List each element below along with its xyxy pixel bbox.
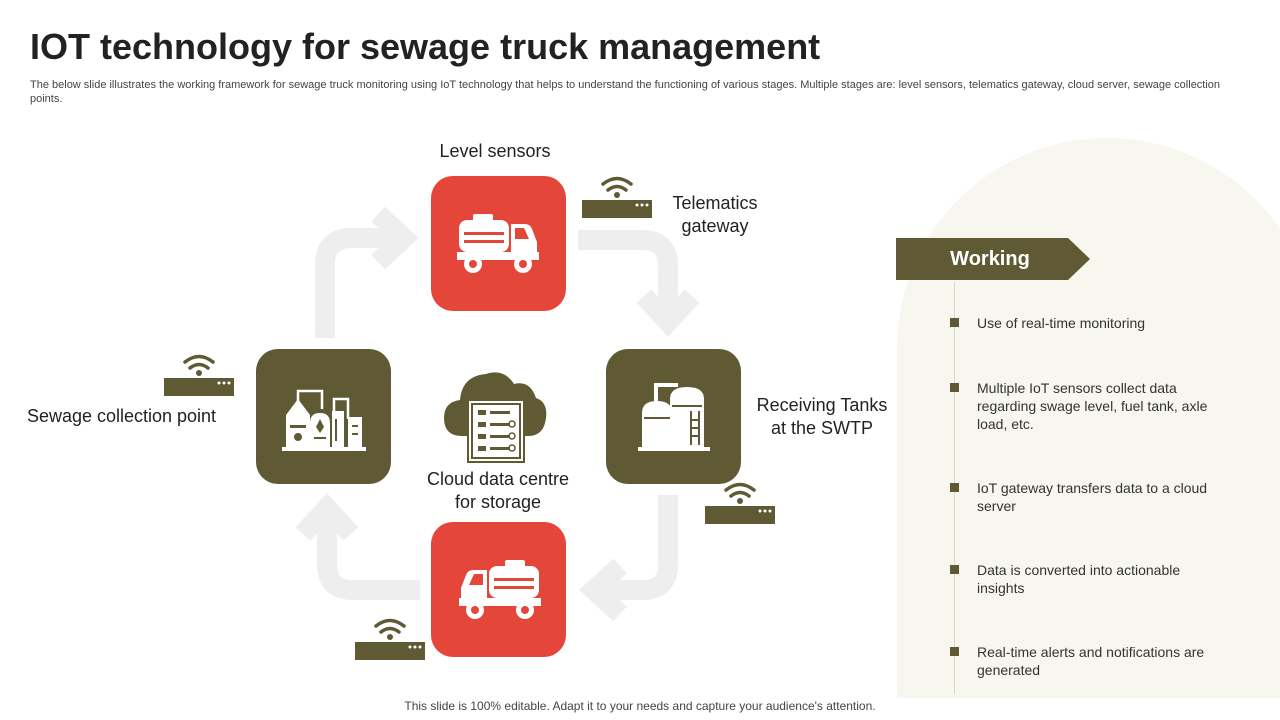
working-panel xyxy=(897,138,1280,698)
arrow-to-receiving-tanks xyxy=(578,230,678,318)
cloud-data-centre xyxy=(440,362,550,471)
receiving-tanks-tile xyxy=(606,349,741,484)
working-item: IoT gateway transfers data to a cloud se… xyxy=(977,480,1208,514)
cloud-label-line1: Cloud data centre xyxy=(426,469,570,489)
bullet-marker xyxy=(950,647,959,656)
arrow-head-sewage-collection xyxy=(295,493,359,541)
bullet-marker xyxy=(950,565,959,574)
working-item: Data is converted into actionable insigh… xyxy=(977,562,1181,596)
telematics-router-icon xyxy=(580,172,654,220)
page-subtitle: The below slide illustrates the working … xyxy=(30,79,1221,105)
bullet-marker xyxy=(950,383,959,392)
cloud-label-line2: for storage xyxy=(454,492,542,512)
bullet-marker xyxy=(950,318,959,327)
flow-arrows xyxy=(295,206,700,622)
arrow-to-bottom-truck xyxy=(598,495,678,600)
collection-truck-tile xyxy=(431,522,566,657)
telematics-gateway-label-line1: Telematics xyxy=(672,193,758,213)
bullet-marker xyxy=(950,483,959,492)
receiving-tanks-label-line2: at the SWTP xyxy=(770,418,874,438)
collection-router-icon xyxy=(353,614,427,662)
tanker-truck-icon xyxy=(459,560,541,619)
working-item: Use of real-time monitoring xyxy=(977,315,1146,331)
working-item: Real-time alerts and notifications are g… xyxy=(977,644,1205,678)
arrow-to-sewage-collection xyxy=(317,512,420,600)
sewage-collection-tile xyxy=(256,349,391,484)
sewage-collection-label: Sewage collection point xyxy=(26,406,217,426)
receiving-tanks-label-line1: Receiving Tanks xyxy=(756,395,888,415)
level-sensors-label: Level sensors xyxy=(439,141,551,161)
working-heading: Working xyxy=(950,248,1030,270)
footer-note: This slide is 100% editable. Adapt it to… xyxy=(404,699,876,713)
tanker-truck-icon xyxy=(457,214,539,273)
working-item: Multiple IoT sensors collect data regard… xyxy=(977,380,1208,432)
telematics-gateway-label-line2: gateway xyxy=(681,216,749,236)
arrow-head-receiving-tanks xyxy=(636,289,700,337)
storage-tanks-icon xyxy=(638,383,710,451)
arrow-to-level-sensors xyxy=(315,228,400,338)
working-tab-shape xyxy=(896,238,1090,280)
receiving-router-icon xyxy=(703,478,777,526)
sewage-router-icon xyxy=(162,350,236,398)
treatment-plant-icon xyxy=(282,389,366,451)
page-title: IOT technology for sewage truck manageme… xyxy=(30,26,821,67)
arrow-head-level-sensors xyxy=(371,206,419,270)
arrow-head-bottom-truck xyxy=(579,558,627,622)
cloud-server-icon xyxy=(444,372,547,463)
level-sensors-tile xyxy=(431,176,566,311)
